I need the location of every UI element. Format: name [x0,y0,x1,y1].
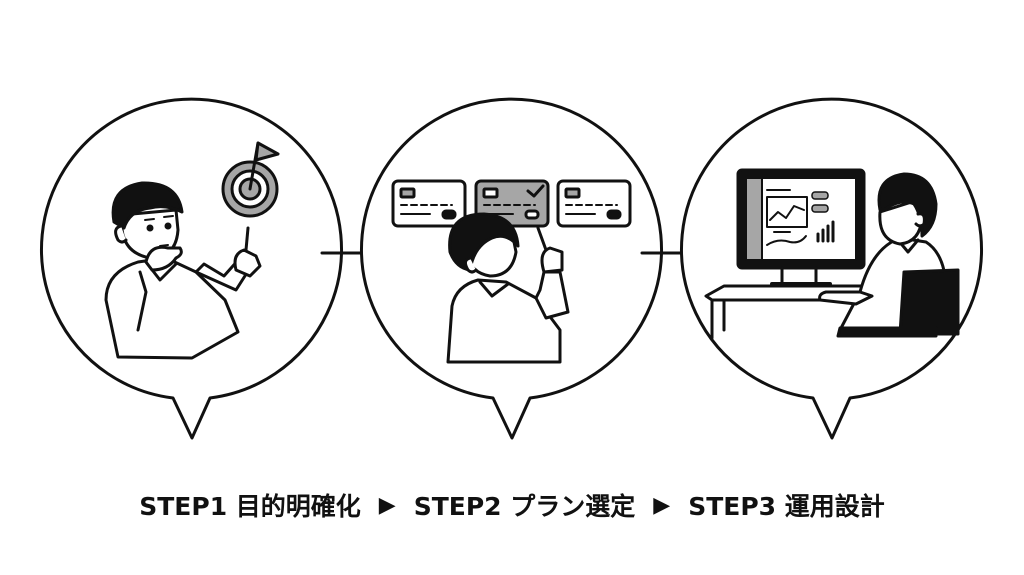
step1-thinking-person [104,181,262,360]
step3-label: STEP3 運用設計 [688,492,885,521]
monitor-icon [736,168,866,297]
step-separator-icon: ▶ [653,492,671,518]
plan-card-icon [391,179,467,228]
check-icon [526,184,545,198]
plan-card-right [556,179,632,228]
step2-label: STEP2 プラン選定 [413,492,636,521]
bar-chart-icon [816,220,835,243]
step-separator-icon: ▶ [378,492,396,518]
step2-bubble [360,97,663,440]
step1-label: STEP1 目的明確化 [139,492,361,521]
step-caption: STEP1 目的明確化 ▶ STEP2 プラン選定 ▶ STEP3 運用設計 [0,482,1024,528]
step2-selecting-person [446,212,570,364]
step3-working-person [818,172,960,338]
target-flag-icon [221,141,280,218]
